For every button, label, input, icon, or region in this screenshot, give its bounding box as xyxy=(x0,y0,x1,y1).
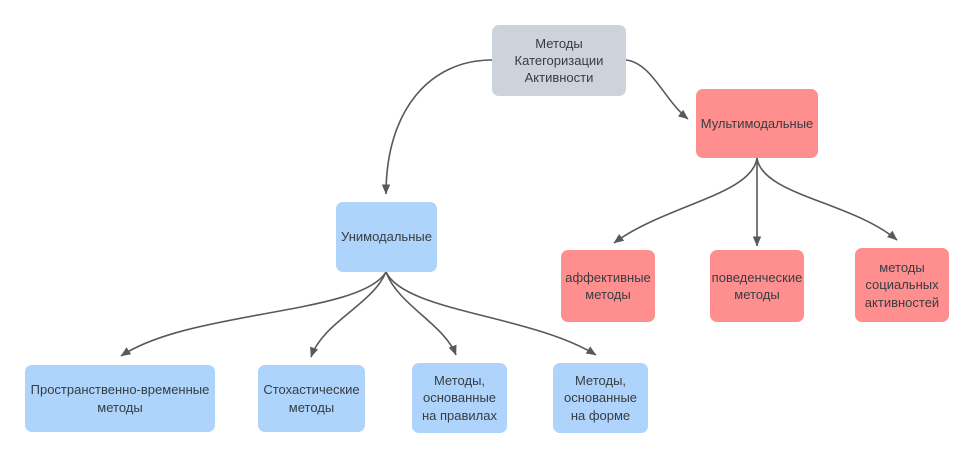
node-affective[interactable]: аффективные методы xyxy=(561,250,655,322)
node-multimodal[interactable]: Мультимодальные xyxy=(696,89,818,158)
node-multimodal-label: Мультимодальные xyxy=(700,115,814,131)
node-shape-based[interactable]: Методы, основанные на форме xyxy=(553,363,648,433)
node-unimodal-label: Унимодальные xyxy=(341,229,432,245)
node-social-label: методы социальных активностей xyxy=(864,260,940,310)
node-stochastic[interactable]: Стохастические методы xyxy=(258,365,365,432)
connector-unimodal-stochastic xyxy=(310,271,387,358)
node-behavioral[interactable]: поведенческие методы xyxy=(710,250,804,322)
node-social[interactable]: методы социальных активностей xyxy=(855,248,949,322)
node-affective-label: аффективные методы xyxy=(565,269,651,302)
node-spatiotemporal[interactable]: Пространственно-временные методы xyxy=(25,365,215,432)
connector-root-multimodal xyxy=(625,59,689,120)
connector-multimodal-affective xyxy=(613,157,758,244)
node-root[interactable]: Методы Категоризации Активности xyxy=(492,25,626,96)
node-rule-based-label: Методы, основанные на правилах xyxy=(421,373,497,423)
connector-root-unimodal xyxy=(381,59,493,195)
node-root-label: Методы Категоризации Активности xyxy=(514,35,604,86)
node-spatiotemporal-label: Пространственно-временные методы xyxy=(30,382,210,415)
connector-unimodal-rule-based xyxy=(385,271,457,356)
node-behavioral-label: поведенческие методы xyxy=(711,269,803,302)
node-stochastic-label: Стохастические методы xyxy=(263,382,360,415)
node-unimodal[interactable]: Унимодальные xyxy=(336,202,437,272)
node-rule-based[interactable]: Методы, основанные на правилах xyxy=(412,363,507,433)
node-shape-based-label: Методы, основанные на форме xyxy=(563,373,638,423)
connector-unimodal-spatiotemporal xyxy=(120,271,387,357)
connector-multimodal-social xyxy=(756,157,898,241)
